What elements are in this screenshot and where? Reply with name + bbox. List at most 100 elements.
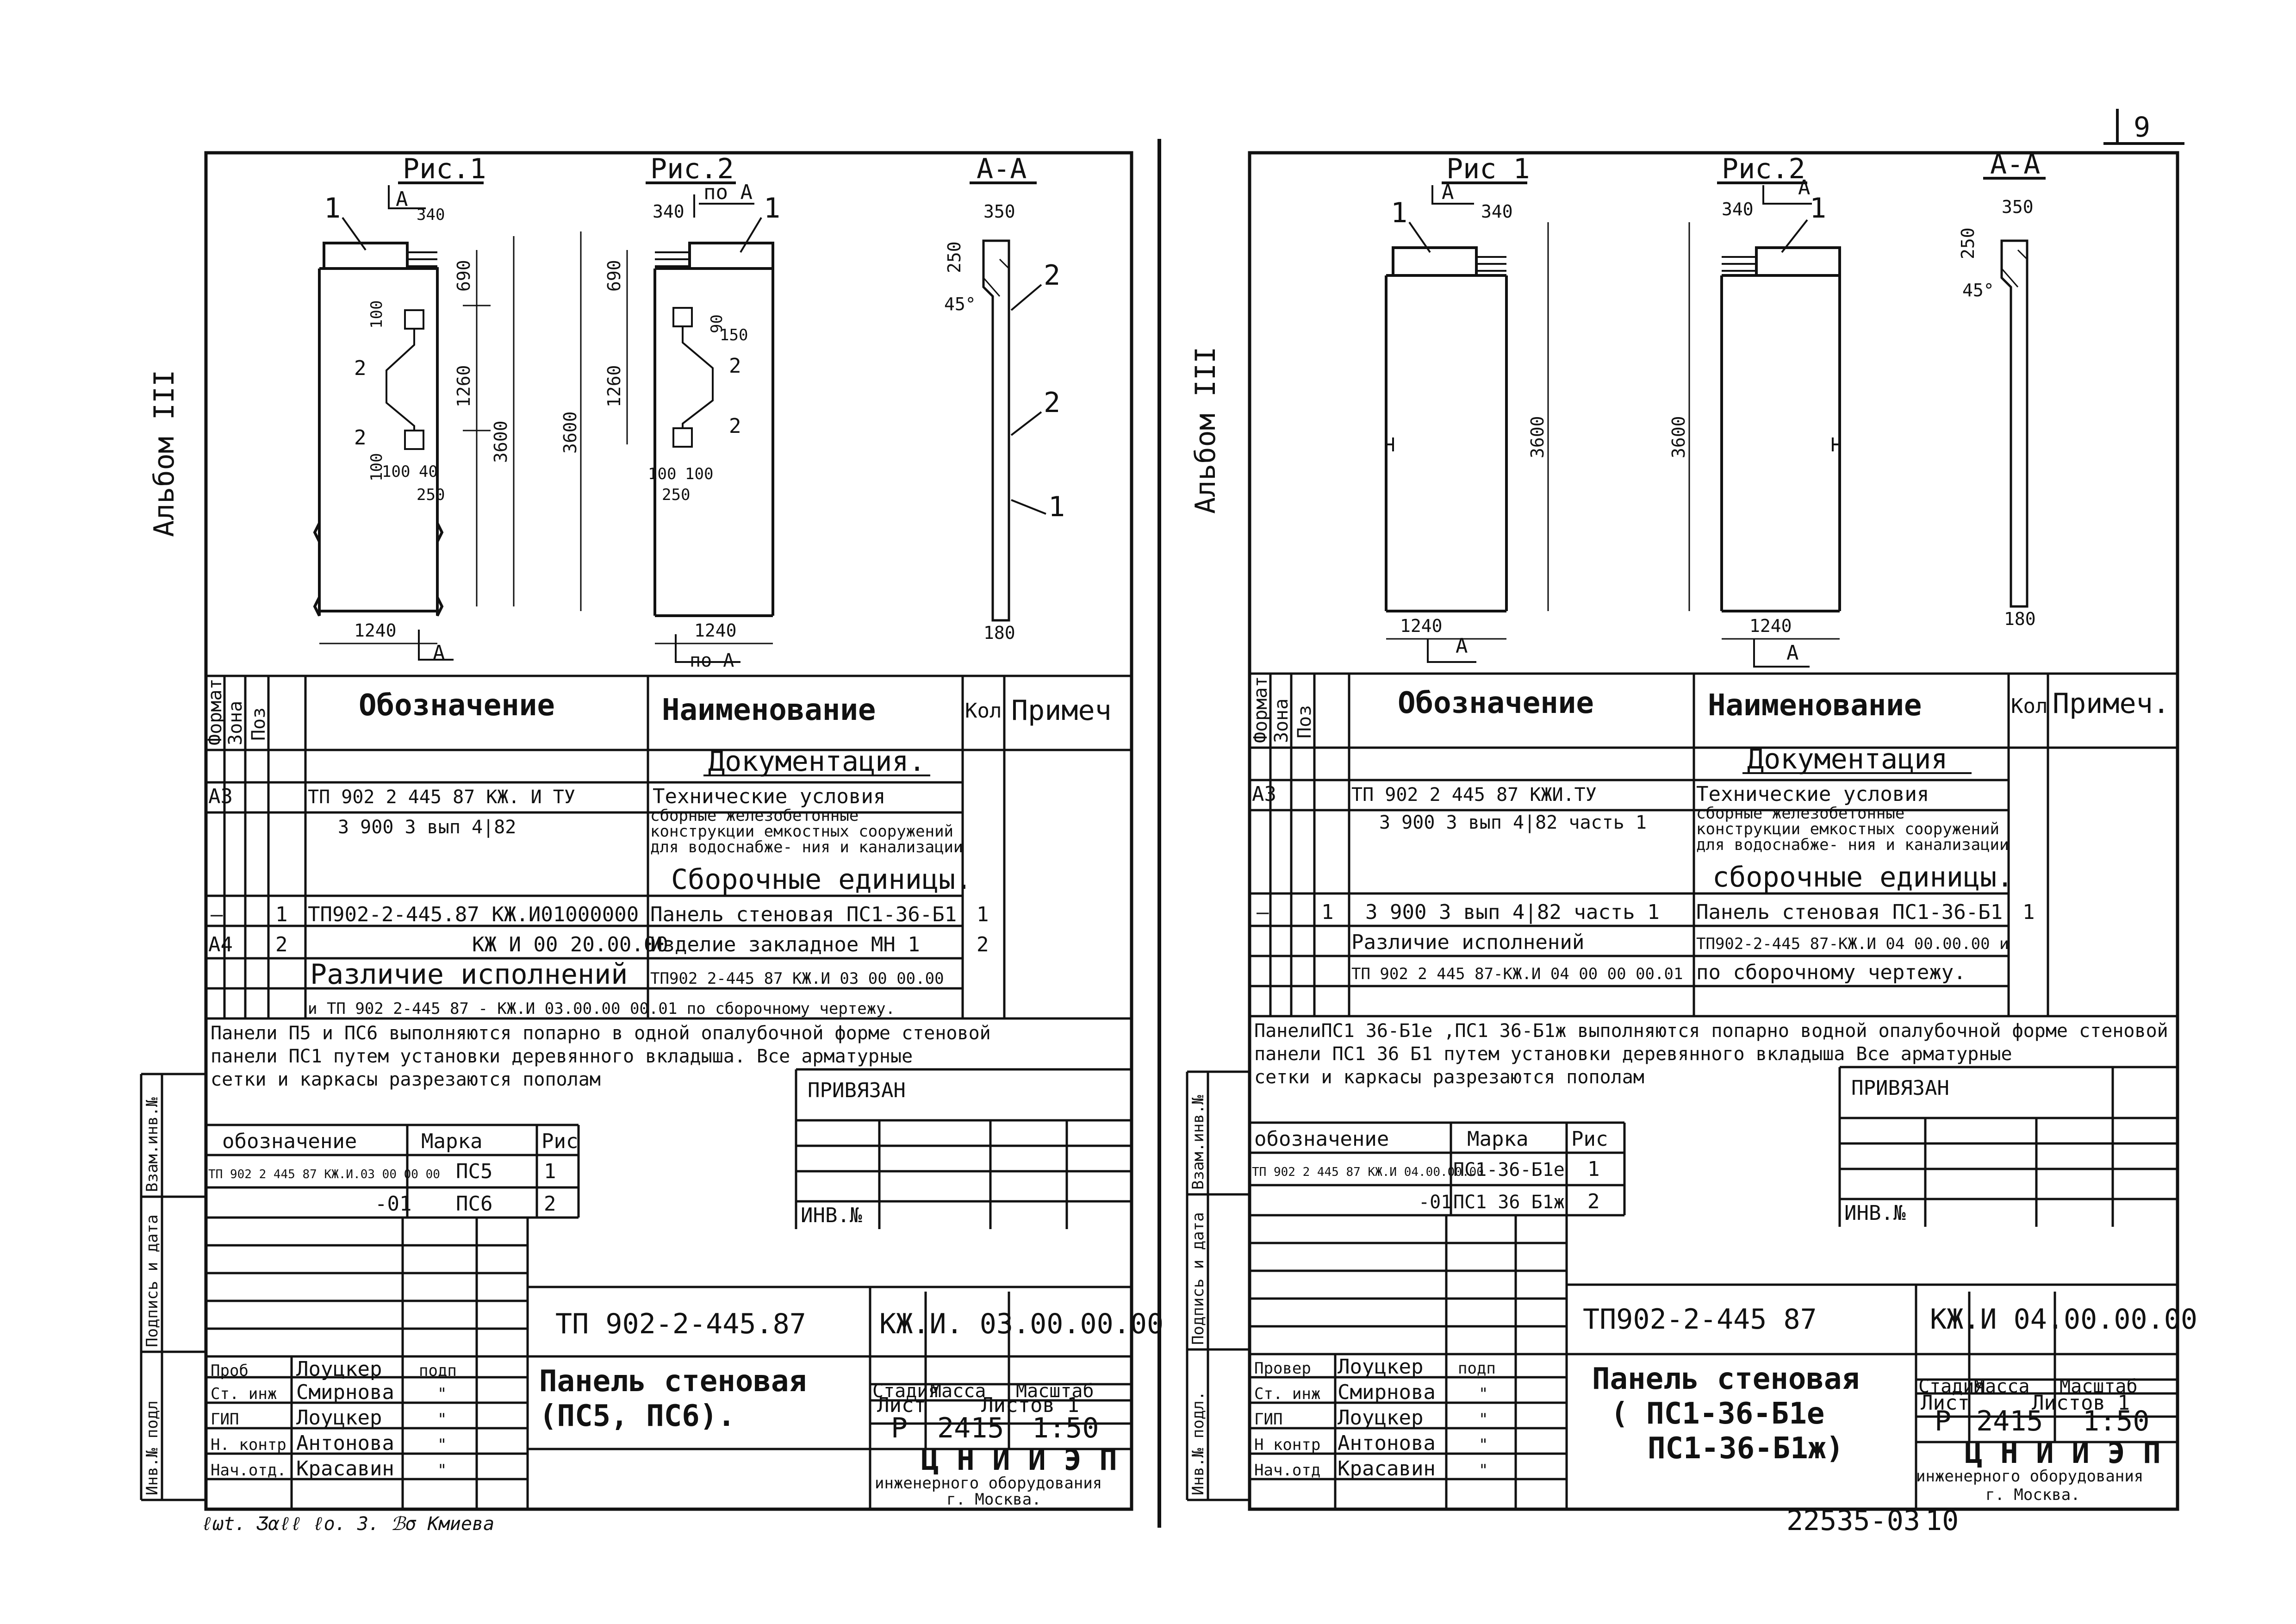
left-fig2-dim-90: 90 (708, 314, 726, 333)
left-row2-designation: 3 900 3 вып 4|82 (338, 817, 516, 838)
right-staff-name-5: Красавин (1338, 1457, 1436, 1480)
left-album-label: Альбом III (148, 370, 180, 537)
left-handwritten-note: ℓωt. Ʒαℓℓ ℓo. 3. ℬσ Кмиева (201, 1513, 494, 1535)
left-fig2-title: Рис.2 (650, 153, 734, 185)
left-staff-sig-4: " (437, 1436, 447, 1454)
left-dim-1240-fig1: 1240 (354, 620, 397, 641)
left-doc-code: ТП 902-2-445.87 (555, 1308, 806, 1340)
left-row1-format: А3 (208, 785, 233, 808)
left-side-label-2: Подпись и дата (143, 1214, 162, 1347)
left-dim-3600-fig2: 3600 (560, 411, 580, 454)
right-small-h-mark: Марка (1467, 1127, 1528, 1151)
right-staff-sig-3: " (1479, 1410, 1488, 1429)
left-dim-100b: 100 (367, 453, 386, 481)
left-fig2-cut-top: по А (703, 181, 753, 204)
right-fig2-cut-top: А (1798, 176, 1811, 200)
left-row2-name: сборные железобетонные конструкции емкос… (650, 808, 963, 856)
left-doc-mark: КЖ.И. 03.00.00.00 (879, 1308, 1164, 1340)
right-row1-designation: ТП 902 2 445 87 КЖИ.ТУ (1351, 784, 1597, 806)
right-row5-designation: Различие исполнений (1351, 931, 1584, 954)
left-small-r2-fig: 2 (544, 1192, 556, 1216)
left-frame (204, 151, 1133, 1511)
left-fig2-panel: 3600 690 1260 340 по А 1 90 150 2 2 100 … (560, 181, 780, 671)
right-side-stamp (1186, 1070, 1250, 1501)
right-staff-sig-5: " (1479, 1461, 1488, 1480)
right-fig1-title: Рис 1 (1446, 153, 1530, 185)
right-spec-table (1250, 672, 2178, 1018)
left-th-note: Примеч (1011, 694, 1112, 727)
right-th-zone: Зона (1271, 699, 1292, 743)
left-privyazan: ПРИВЯЗАН (808, 1079, 906, 1102)
left-fig2-dim-100a: 100 (648, 465, 676, 483)
left-th-designation: Обозначение (359, 688, 555, 723)
right-side-label-3: Инв.№ подл. (1189, 1391, 1207, 1495)
left-row7-designation: и ТП 902 2-445 87 - КЖ.И 03.00.00 00.01 … (308, 999, 895, 1018)
right-inv-no: ИНВ.№ (1844, 1201, 1906, 1225)
right-fig2-cut-bottom: А (1786, 641, 1799, 665)
right-row4-format: – (1257, 900, 1269, 924)
left-spec-table (206, 675, 1132, 1020)
right-row4-qty: 1 (2022, 900, 2035, 924)
right-row2-designation: 3 900 3 вып 4|82 часть 1 (1379, 812, 1647, 833)
left-staff-role-1: Проб (211, 1362, 249, 1380)
right-staff-role-3: ГИП (1254, 1410, 1282, 1429)
left-fig1-cut-bottom: А (433, 641, 445, 665)
right-title2: ( ПС1-36-Б1е (1611, 1397, 1824, 1431)
right-org1: Ц Н И И Э П (1965, 1436, 2161, 1470)
left-small-h-fig: Рис (541, 1130, 578, 1153)
right-fig1-cut-bottom: А (1456, 634, 1468, 658)
left-staff-role-4: Н. контр (211, 1436, 286, 1454)
left-side-label-1: Взам.инв.№ (143, 1097, 162, 1192)
left-th-name: Наименование (662, 693, 876, 727)
right-section-drawing: 350 250 45° 180 (1958, 197, 2036, 629)
left-dim-250-fig1: 250 (417, 486, 445, 504)
right-privyazan-box (1838, 1066, 2178, 1227)
left-row5-name: Изделие закладное МН 1 (650, 933, 920, 956)
left-small-r2-designation: -01 (375, 1192, 411, 1216)
right-small-table (1250, 1121, 1626, 1217)
left-staff-role-3: ГИП (211, 1410, 239, 1429)
left-fig1-callout-2a: 2 (354, 356, 367, 380)
left-dim-40: 40 (419, 462, 438, 481)
right-staff-role-1: Провер (1254, 1359, 1311, 1378)
left-fig2-callout-1: 1 (764, 192, 780, 225)
left-row4-format: – (211, 903, 223, 926)
left-scale-h: Масштаб (1016, 1380, 1094, 1402)
left-staff-role-2: Ст. инж (211, 1385, 277, 1403)
left-small-r1-fig: 1 (544, 1160, 556, 1183)
right-sheet: Лист (1921, 1391, 1970, 1415)
left-fig1-callout-2b: 2 (354, 426, 367, 450)
left-th-format: Формат (205, 679, 226, 746)
left-sec-callout-1: 1 (1048, 491, 1065, 523)
right-title3: ПС1-36-Б1ж) (1648, 1431, 1844, 1466)
left-privyazan-box (795, 1068, 1132, 1229)
right-small-r1-designation: ТП 902 2 445 87 КЖ.И 04.00.00.00 (1252, 1165, 1484, 1179)
left-sec-dim-250: 250 (944, 241, 964, 273)
right-small-r2-designation: -01 (1419, 1192, 1452, 1213)
left-side-label-3: Инв.№ подл (143, 1400, 162, 1495)
left-small-r1-designation: ТП 902 2 445 87 КЖ.И.03 00 00 00 (208, 1168, 440, 1181)
left-row5-pos: 2 (275, 933, 288, 956)
left-dim-3600-fig1: 3600 (491, 420, 511, 463)
left-fig1-callout-1: 1 (324, 192, 341, 225)
right-stage-h: Стадия (1918, 1376, 1985, 1397)
left-scale: 1:50 (1032, 1412, 1099, 1444)
right-dim-1240-fig1: 1240 (1400, 616, 1443, 636)
right-mass: 2415 (1976, 1405, 2043, 1437)
left-dim-340-fig2: 340 (653, 201, 684, 222)
right-note-line3: сетки и каркасы разрезаются пополам (1254, 1067, 1644, 1088)
left-inv-no: ИНВ.№ (801, 1204, 862, 1227)
right-th-note: Примеч. (2053, 687, 2170, 720)
right-staff-name-1: Лоуцкер (1338, 1355, 1423, 1379)
right-staff-sig-4: " (1479, 1436, 1488, 1454)
right-fig2-title: Рис.2 (1722, 153, 1805, 185)
right-row4-designation: 3 900 3 вып 4|82 часть 1 (1365, 900, 1660, 924)
left-note-line1: Панели П5 и ПС6 выполняются попарно в од… (211, 1023, 991, 1044)
right-scale: 1:50 (2083, 1405, 2150, 1437)
left-dim-690-fig2: 690 (604, 260, 624, 292)
right-dim-3600-fig1: 3600 (1527, 416, 1548, 458)
left-fig2-callout-2b: 2 (729, 414, 741, 438)
left-sec-dim-350: 350 (983, 201, 1015, 222)
left-small-h-designation: обозначение (222, 1130, 357, 1153)
left-org1: Ц Н И И Э П (921, 1443, 1117, 1477)
